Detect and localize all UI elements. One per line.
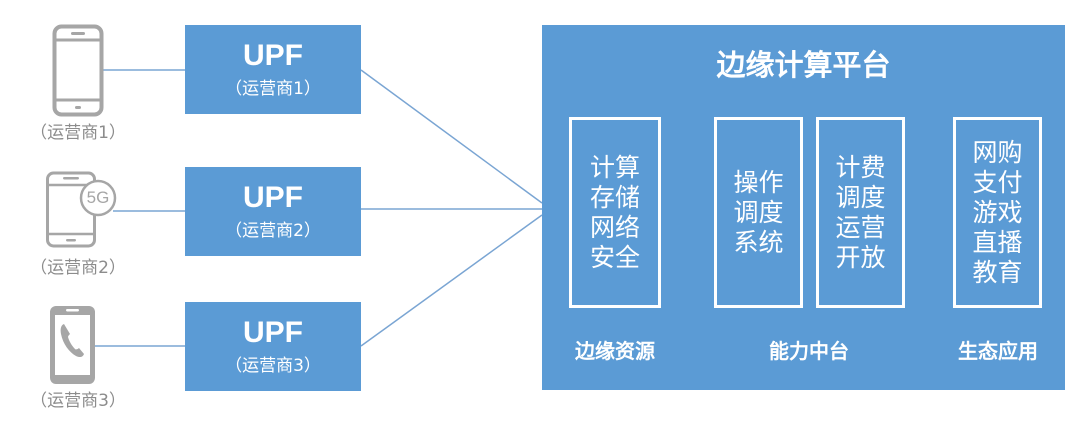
smartphone-5g-icon [46,171,117,248]
edge-resources-text: 计算存储网络安全 [589,152,640,272]
device-label-2: （运营商2） [30,258,126,278]
group-label-ecosystem-apps: 生态应用 [958,339,1038,363]
upf-operator: （运营商1） [225,79,321,99]
edge-computing-platform: 边缘计算平台 计算存储网络安全 操作调度系统 计费调度运营开放 网购支付游戏直播… [542,25,1065,390]
upf-operator: （运营商2） [225,221,321,241]
5g-badge [79,179,117,217]
edge-resources-box: 计算存储网络安全 [569,117,661,308]
upf-title: UPF [243,316,303,349]
ecosystem-apps-box: 网购支付游戏直播教育 [953,117,1042,308]
ops-scheduling-box: 操作调度系统 [714,117,803,308]
smartphone-icon [52,24,104,117]
5g-badge-text: 5G [86,188,110,207]
billing-operations-box: 计费调度运营开放 [816,117,905,308]
upf-title: UPF [243,181,303,214]
ops-scheduling-text: 操作调度系统 [733,167,784,257]
device-label-3: （运营商3） [30,391,126,411]
upf-title: UPF [243,39,303,72]
upf-node-2: UPF （运营商2） [185,167,361,256]
upf1-to-platform-line [360,69,543,204]
device-label-1: （运营商1） [30,123,126,143]
group-label-capability-platform: 能力中台 [769,339,849,363]
billing-operations-text: 计费调度运营开放 [835,152,886,272]
phone-call-icon [50,306,95,384]
upf3-to-platform-line [360,214,543,347]
upf-operator: （运营商3） [225,356,321,376]
group-label-edge-resources: 边缘资源 [575,339,655,363]
upf-node-3: UPF （运营商3） [185,302,361,391]
upf-node-1: UPF （运营商1） [185,25,361,114]
platform-title: 边缘计算平台 [716,48,891,82]
ecosystem-apps-text: 网购支付游戏直播教育 [972,137,1023,287]
